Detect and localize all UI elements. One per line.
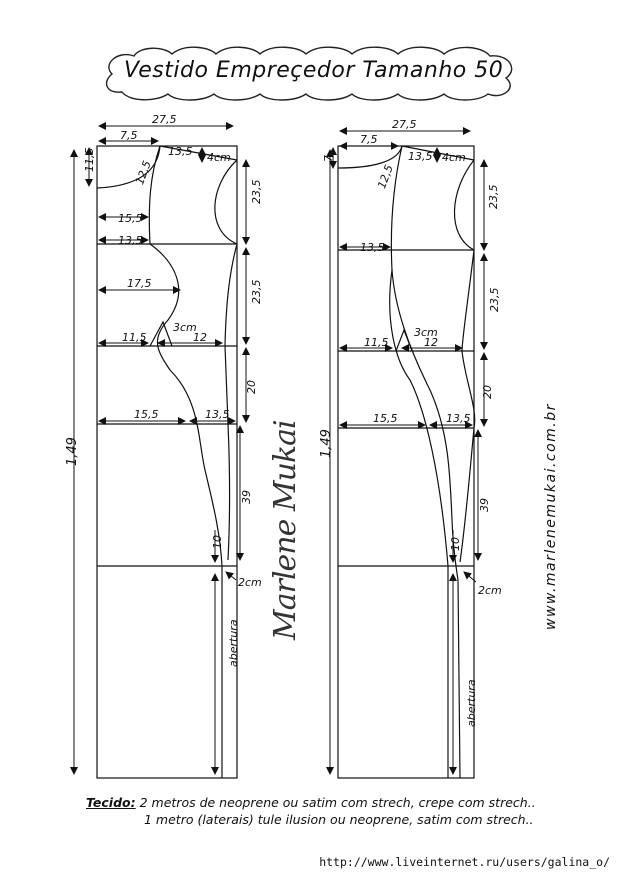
left-labels: 27,5 7,5 13,5 4cm 11,5 12,5 23,5 15,5 13… (65, 113, 263, 667)
right-seg2-label: 23,5 (488, 288, 501, 313)
right-w4-label: 11,5 (364, 336, 389, 349)
fabric-label: Tecido: (86, 795, 136, 810)
right-w2-label: 13,5 (360, 241, 385, 254)
title-cloud-outline (105, 46, 513, 101)
right-hem-label: 2cm (478, 584, 502, 597)
left-seg4-label: 39 (240, 490, 253, 504)
fabric-line-1-text: 2 metros de neoprene ou satim com strech… (139, 795, 536, 810)
right-w6-label: 15,5 (373, 412, 398, 425)
right-shoulder-drop-label: 4cm (442, 151, 466, 164)
right-shoulder-label: 13,5 (408, 150, 433, 163)
right-opening-label: abertura (465, 679, 478, 727)
right-w7-label: 13,5 (446, 412, 471, 425)
right-pattern-frame (337, 145, 475, 779)
fabric-line-1: Tecido: 2 metros de neoprene ou satim co… (86, 794, 536, 811)
right-dart-label: 3cm (414, 326, 438, 339)
designer-signature: Marlene Mukai (268, 420, 303, 640)
left-width-top-label: 27,5 (152, 113, 177, 126)
left-total-label: 1,49 (65, 437, 80, 466)
left-w7-label: 13,5 (205, 408, 230, 421)
left-w5-label: 12 (193, 331, 207, 344)
fabric-line-2: 1 metro (laterais) tule ilusion ou neopr… (86, 811, 536, 828)
right-total-label: 1,49 (319, 429, 334, 458)
right-armhole-label: 12,5 (375, 163, 396, 190)
right-pattern (326, 127, 488, 779)
left-shoulder-drop-label: 4cm (207, 151, 231, 164)
left-neck-width-label: 7,5 (120, 129, 138, 142)
left-w2-label: 13,5 (118, 234, 143, 247)
page-title: Vestido Empreçedor Tamanho 50 (124, 58, 504, 83)
left-dart-label: 3cm (173, 321, 197, 334)
right-w5-label: 12 (424, 336, 438, 349)
right-seg1-label: 23,5 (487, 185, 500, 210)
website-watermark: www.marlenemukai.com.br (543, 403, 559, 630)
right-neck-drop-label: 7 (322, 155, 335, 162)
left-back-seam (224, 243, 238, 561)
fabric-line-2-text: 1 metro (laterais) tule ilusion ou neopr… (144, 812, 534, 827)
right-seg5-label: 10 (449, 537, 462, 551)
right-labels: 27,5 7,5 13,5 4cm 7 12,5 23,5 13,5 23,5 … (319, 118, 502, 727)
left-w6-label: 15,5 (134, 408, 159, 421)
left-armhole (214, 159, 238, 245)
left-neckline (96, 145, 161, 189)
left-w4-label: 11,5 (122, 331, 147, 344)
left-shoulder-label: 13,5 (168, 145, 193, 158)
right-neckline (337, 145, 403, 169)
left-opening-label: abertura (227, 619, 240, 667)
right-side-seam-2 (389, 269, 449, 778)
left-side-seam (148, 145, 223, 778)
right-seg4-label: 39 (478, 498, 491, 512)
left-hem-label: 2cm (238, 576, 262, 589)
right-width-top-label: 27,5 (392, 118, 417, 131)
left-armhole-label: 12,5 (133, 159, 154, 186)
left-w3-label: 17,5 (127, 277, 152, 290)
left-seg1-label: 23,5 (250, 180, 263, 205)
right-neck-width-label: 7,5 (360, 133, 378, 146)
source-url[interactable]: http://www.liveinternet.ru/users/galina_… (319, 855, 610, 869)
right-seg3-label: 20 (481, 385, 494, 399)
left-w1-label: 15,5 (118, 212, 143, 225)
left-neck-drop-label: 11,5 (83, 148, 96, 173)
fabric-notes: Tecido: 2 metros de neoprene ou satim co… (86, 794, 536, 828)
left-dart (149, 320, 173, 347)
right-side-seam (390, 145, 461, 779)
left-seg2-label: 23,5 (250, 280, 263, 305)
left-seg3-label: 20 (245, 380, 258, 394)
right-back-seam (459, 249, 476, 563)
left-pattern (70, 122, 250, 779)
left-seg5-label: 10 (211, 535, 224, 549)
right-armhole (453, 159, 475, 251)
